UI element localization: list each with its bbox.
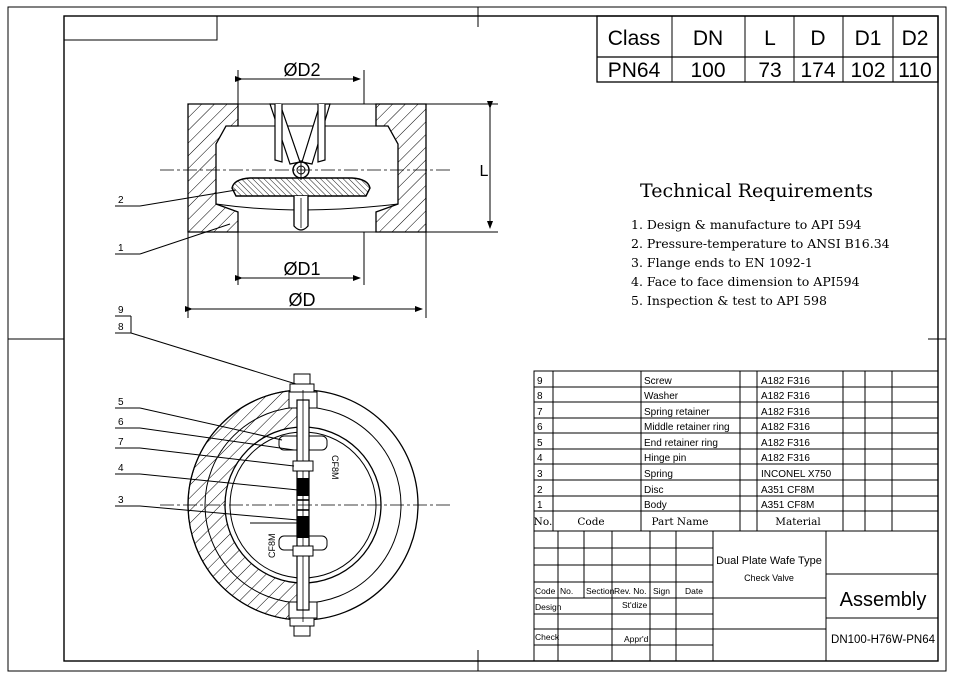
tb-label-sign: Sign — [653, 586, 670, 596]
spring-2 — [297, 516, 309, 538]
dim-label-d1: ØD1 — [283, 259, 320, 279]
body-section-right — [375, 103, 427, 233]
balloon-5: 5 — [118, 397, 124, 408]
spec-value-d: 174 — [800, 59, 835, 82]
parts-row-9-no: 9 — [537, 376, 543, 387]
section-leaders — [115, 189, 237, 255]
tb-label-design: Design — [535, 602, 562, 612]
bolt-bottom — [289, 617, 315, 627]
tech-req-item-5: 5. Inspection & test to API 598 — [631, 293, 827, 308]
parts-row-8-material: A182 F316 — [761, 391, 810, 402]
parts-row-7-no: 7 — [537, 407, 543, 418]
tech-req-item-1: 1. Design & manufacture to API 594 — [631, 217, 862, 232]
technical-requirements: Technical Requirements 1. Design & manuf… — [631, 180, 890, 308]
parts-row-3-material: INCONEL X750 — [761, 469, 832, 480]
parts-row-6-material: A182 F316 — [761, 422, 810, 433]
balloon-1: 1 — [118, 243, 124, 254]
parts-row-1-no: 1 — [537, 500, 543, 511]
tb-label-section: Section — [586, 586, 615, 596]
parts-row-5-no: 5 — [537, 438, 543, 449]
front-view — [160, 373, 450, 637]
product-title-line2: Check Valve — [744, 573, 794, 583]
spec-value-dn: 100 — [690, 59, 725, 82]
parts-row-5-material: A182 F316 — [761, 438, 810, 449]
spec-value-d2: 110 — [898, 59, 931, 82]
parts-row-1-material: A351 CF8M — [761, 500, 814, 511]
parts-row-8-name: Washer — [644, 391, 679, 402]
drawing-title: Assembly — [840, 589, 927, 611]
title-block: Dual Plate Wafe Type Check Valve Assembl… — [533, 530, 939, 662]
parts-row-7-name: Spring retainer — [644, 407, 710, 418]
dim-label-d2: ØD2 — [283, 60, 320, 80]
spec-header-dn: DN — [693, 27, 723, 50]
parts-header-code: Code — [577, 516, 604, 528]
dimensions — [185, 70, 498, 318]
parts-row-8-no: 8 — [537, 391, 543, 402]
parts-header-name: Part Name — [651, 516, 708, 528]
body-mark-cf8m-1: CF8M — [330, 455, 340, 480]
product-title-line1: Dual Plate Wafe Type — [716, 555, 822, 567]
parts-row-1-name: Body — [644, 500, 667, 511]
parts-header-material: Material — [775, 516, 821, 528]
parts-row-7-material: A182 F316 — [761, 407, 810, 418]
tb-label-no: No. — [560, 586, 573, 596]
parts-row-3-name: Spring — [644, 469, 673, 480]
parts-list: 9 Screw A182 F316 8 Washer A182 F316 7 S… — [533, 370, 939, 532]
parts-row-2-name: Disc — [644, 485, 663, 496]
spec-header-d: D — [810, 27, 825, 50]
drawing-number: DN100-H76W-PN64 — [831, 634, 936, 646]
balloon-4: 4 — [118, 463, 124, 474]
parts-row-9-name: Screw — [644, 376, 673, 387]
parts-header-no: No. — [534, 516, 553, 528]
hinge-arms — [269, 103, 331, 165]
tb-label-rev-no: Rev. No. — [614, 586, 646, 596]
parts-row-4-no: 4 — [537, 453, 543, 464]
front-leaders — [115, 315, 299, 521]
tech-req-item-4: 4. Face to face dimension to API594 — [631, 274, 860, 289]
balloon-6: 6 — [118, 417, 124, 428]
bolt-top — [293, 373, 311, 385]
spec-value-class: PN64 — [608, 59, 661, 82]
tb-label-approved: Appr'd — [624, 634, 649, 644]
tb-label-std: St'dize — [622, 600, 648, 610]
parts-row-2-material: A351 CF8M — [761, 485, 814, 496]
balloon-9: 9 — [118, 305, 124, 316]
tb-label-check: Check — [535, 632, 560, 642]
tb-label-date: Date — [685, 586, 703, 596]
dim-label-d: ØD — [289, 290, 316, 310]
sheet-frame — [7, 6, 947, 672]
parts-row-5-name: End retainer ring — [644, 438, 718, 449]
parts-row-6-name: Middle retainer ring — [644, 422, 730, 433]
spec-value-d1: 102 — [850, 59, 885, 82]
tech-req-title: Technical Requirements — [640, 180, 873, 202]
parts-row-6-no: 6 — [537, 422, 543, 433]
spec-value-l: 73 — [758, 59, 781, 82]
dim-label-l: L — [480, 163, 489, 180]
tech-req-item-3: 3. Flange ends to EN 1092-1 — [631, 255, 813, 270]
body-mark-cf8m-2: CF8M — [267, 534, 277, 559]
parts-row-3-no: 3 — [537, 469, 543, 480]
body-section-left — [187, 103, 239, 233]
spec-table: Class DN L D D1 D2 PN64 100 73 174 102 1… — [596, 15, 939, 83]
balloon-7: 7 — [118, 437, 124, 448]
parts-row-4-name: Hinge pin — [644, 453, 686, 464]
section-view — [160, 103, 450, 233]
balloon-3: 3 — [118, 495, 124, 506]
balloon-2: 2 — [118, 195, 124, 206]
spec-header-d2: D2 — [902, 27, 929, 50]
spring-1 — [297, 478, 309, 496]
spec-header-class: Class — [608, 27, 661, 50]
parts-row-4-material: A182 F316 — [761, 453, 810, 464]
spec-header-l: L — [764, 27, 776, 50]
tb-label-code: Code — [535, 586, 556, 596]
spec-header-d1: D1 — [855, 27, 882, 50]
parts-row-2-no: 2 — [537, 485, 543, 496]
tech-req-item-2: 2. Pressure-temperature to ANSI B16.34 — [631, 236, 890, 251]
balloon-8: 8 — [118, 322, 124, 333]
parts-row-9-material: A182 F316 — [761, 376, 810, 387]
disc-section — [231, 177, 371, 197]
